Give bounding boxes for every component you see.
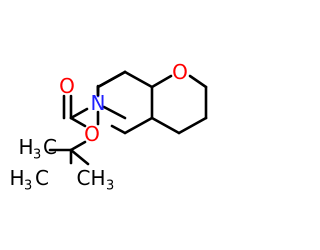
bond <box>69 107 89 120</box>
bond <box>69 140 87 152</box>
methyl-top-c: C <box>43 135 57 159</box>
nitrogen-label: N <box>91 91 106 115</box>
bond <box>123 116 154 135</box>
bond <box>177 116 208 135</box>
methyl-top-sub: 3 <box>33 148 41 163</box>
methyl-left-sub: 3 <box>24 179 32 194</box>
bond <box>96 70 127 89</box>
bond <box>69 148 90 166</box>
bonds <box>48 70 208 166</box>
bond <box>102 105 127 120</box>
bond <box>69 116 87 128</box>
methyl-left-h: H <box>9 166 24 190</box>
bond <box>188 74 208 89</box>
atom-labels: O N O O H 3 C H 3 C CH 3 <box>9 60 187 194</box>
bond <box>150 116 181 135</box>
molecule-structure: O N O O H 3 C H 3 C CH 3 <box>9 60 208 194</box>
bond <box>123 70 154 89</box>
bond <box>110 124 127 135</box>
methyl-top-h: H <box>18 135 33 159</box>
bond <box>150 74 173 89</box>
carbonyl-oxygen-label: O <box>59 74 75 98</box>
methyl-bottom-sub: 3 <box>106 179 114 194</box>
ring-oxygen-label: O <box>172 60 188 84</box>
ester-oxygen-label: O <box>84 122 100 146</box>
methyl-left-c: C <box>35 166 49 190</box>
methyl-bottom-label: CH <box>76 166 105 190</box>
